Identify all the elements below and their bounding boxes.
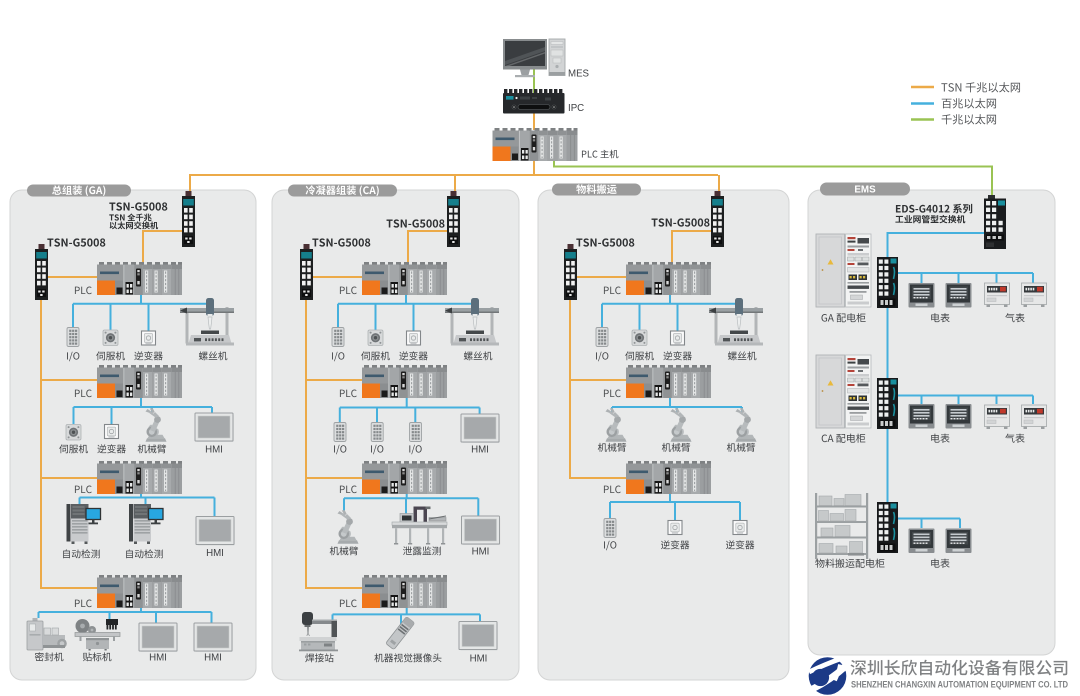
svg-text:MES: MES	[568, 69, 590, 80]
svg-text:IPC: IPC	[568, 103, 584, 114]
svg-text:EMS: EMS	[854, 185, 876, 196]
svg-text:HMI: HMI	[472, 547, 490, 558]
svg-text:HMI: HMI	[149, 653, 167, 664]
svg-text:SHENZHEN CHANGXIN AUTOMATION E: SHENZHEN CHANGXIN AUTOMATION EQUIPMENT C…	[851, 680, 1068, 690]
svg-text:HMI: HMI	[471, 445, 489, 456]
svg-text:HMI: HMI	[204, 653, 222, 664]
svg-text:HMI: HMI	[470, 654, 488, 665]
svg-text:HMI: HMI	[206, 548, 224, 559]
svg-text:HMI: HMI	[205, 445, 223, 456]
